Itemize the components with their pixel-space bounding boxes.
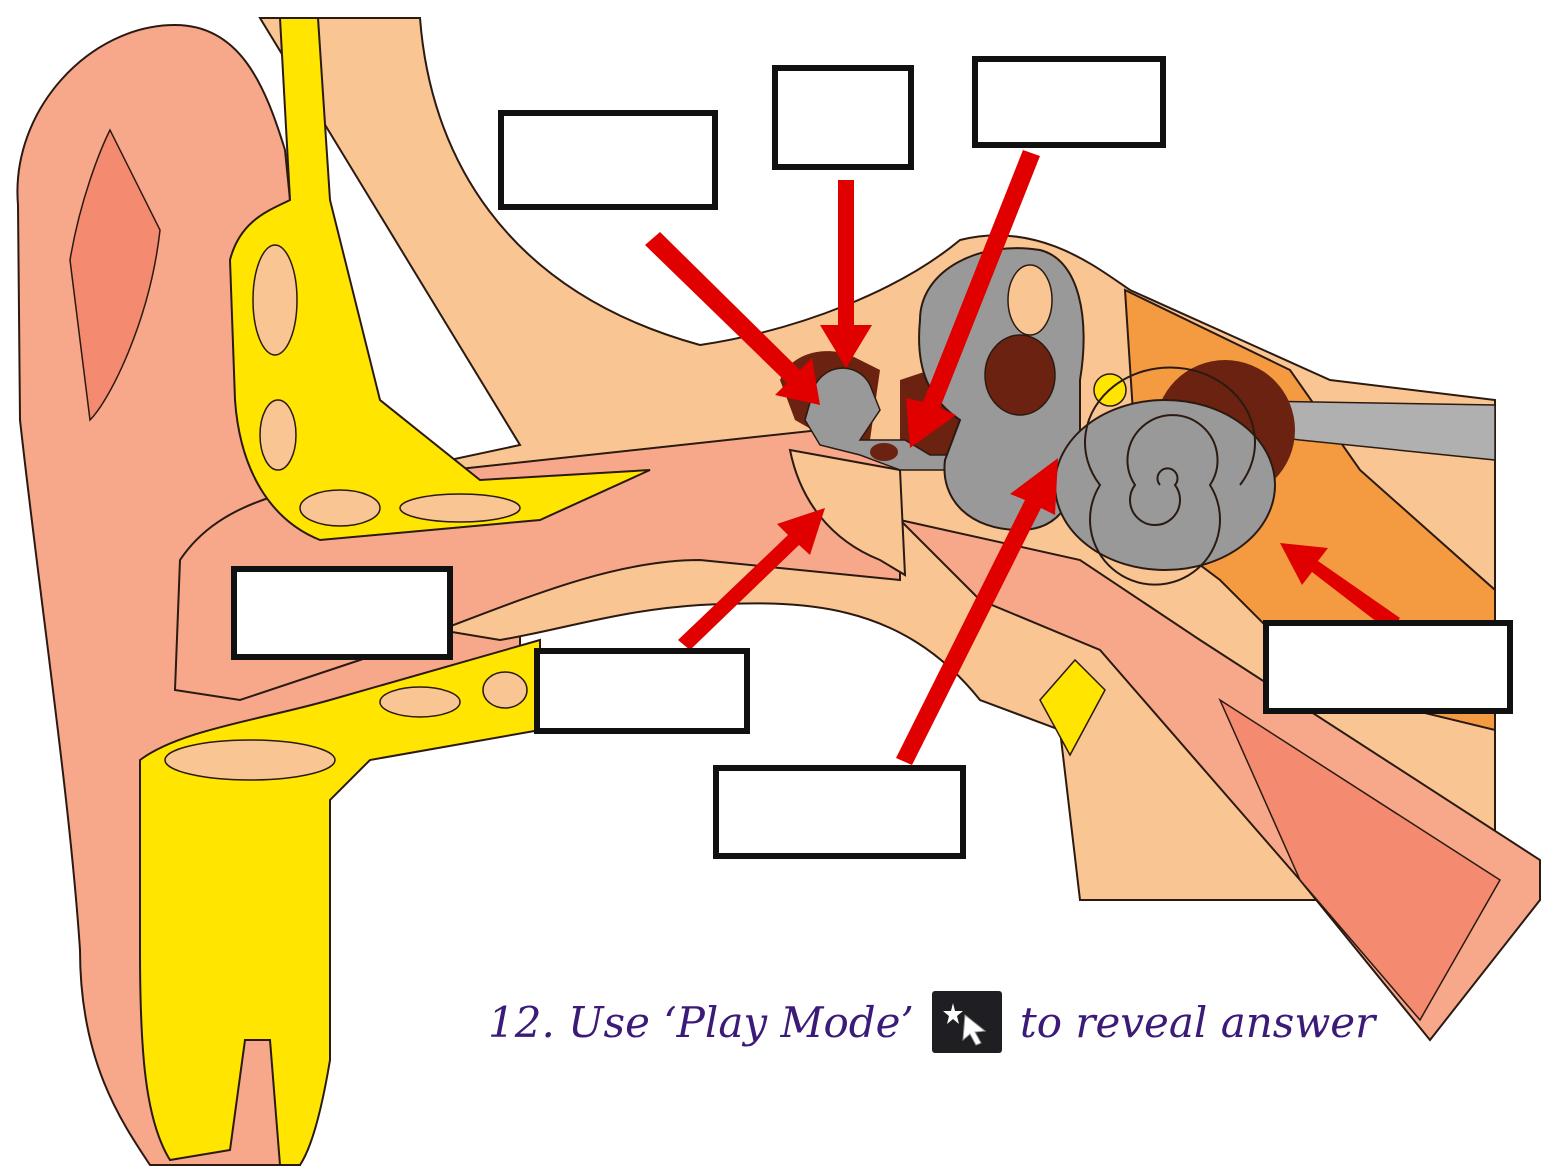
label-box-auditory-nerve[interactable] [1263, 620, 1513, 714]
label-box-eardrum[interactable] [534, 648, 750, 734]
label-box-cochlea[interactable] [713, 765, 966, 859]
label-box-stapes[interactable] [972, 56, 1166, 148]
instruction-text-end: to reveal answer [1020, 998, 1375, 1047]
instruction-line: 12. Use ‘Play Mode’ to reveal answer [488, 982, 1375, 1062]
instruction-text: 12. Use ‘Play Mode’ [488, 998, 914, 1047]
label-box-incus[interactable] [772, 65, 914, 170]
label-box-ear-canal[interactable] [231, 566, 453, 660]
magic-wand-cursor-icon[interactable] [932, 991, 1002, 1053]
label-box-malleus[interactable] [498, 110, 718, 210]
